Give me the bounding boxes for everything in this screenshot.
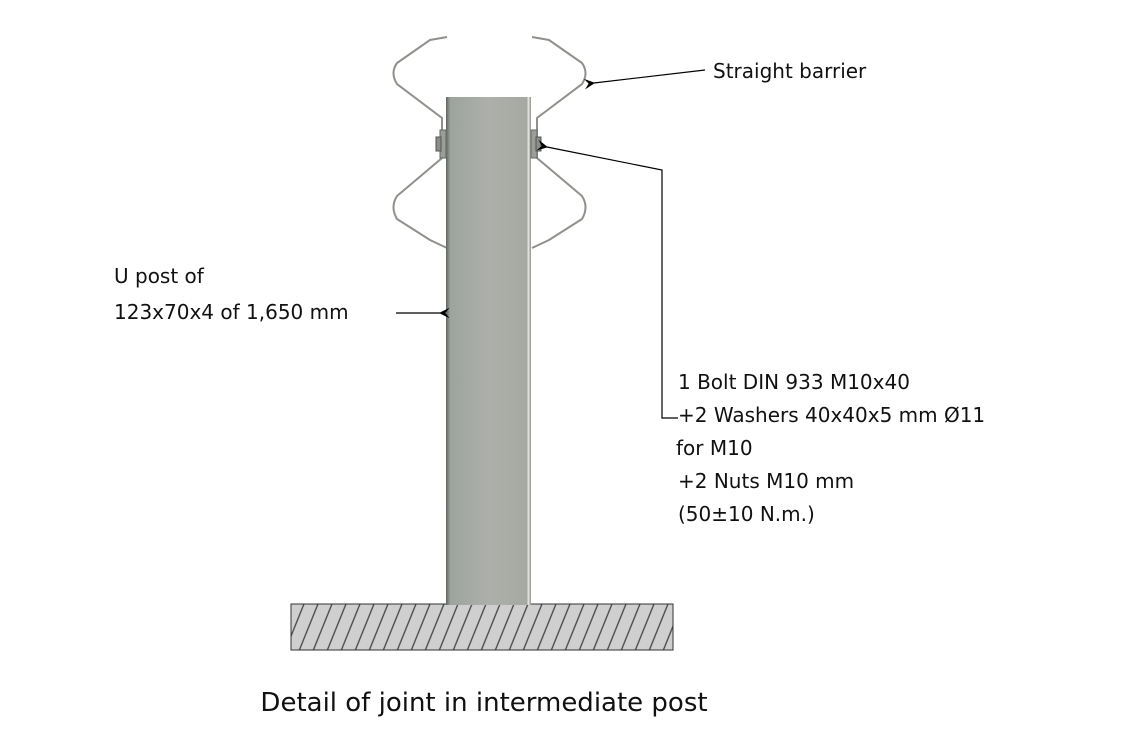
bolt-line: for M10 <box>676 436 753 460</box>
bolt-left <box>435 129 447 159</box>
bolt-line: +2 Nuts M10 mm <box>678 469 855 493</box>
bolt-label: 1 Bolt DIN 933 M10x40 +2 Washers 40x40x5… <box>676 366 986 531</box>
base-ground <box>290 603 674 651</box>
u-post <box>446 97 531 605</box>
bolt-line: (50±10 N.m.) <box>678 502 815 526</box>
barrier-leader-arrow <box>583 69 706 90</box>
diagram-caption: Detail of joint in intermediate post <box>260 688 708 718</box>
bolt-right <box>530 129 542 159</box>
post-label-line2: 123x70x4 of 1,650 mm <box>114 300 349 324</box>
bolt-leader-arrow <box>536 139 678 419</box>
post-label-line1: U post of <box>114 264 204 288</box>
barrier-label: Straight barrier <box>713 59 867 83</box>
bolt-line: +2 Washers 40x40x5 mm Ø11 <box>678 403 986 427</box>
bolt-line: 1 Bolt DIN 933 M10x40 <box>678 370 910 394</box>
